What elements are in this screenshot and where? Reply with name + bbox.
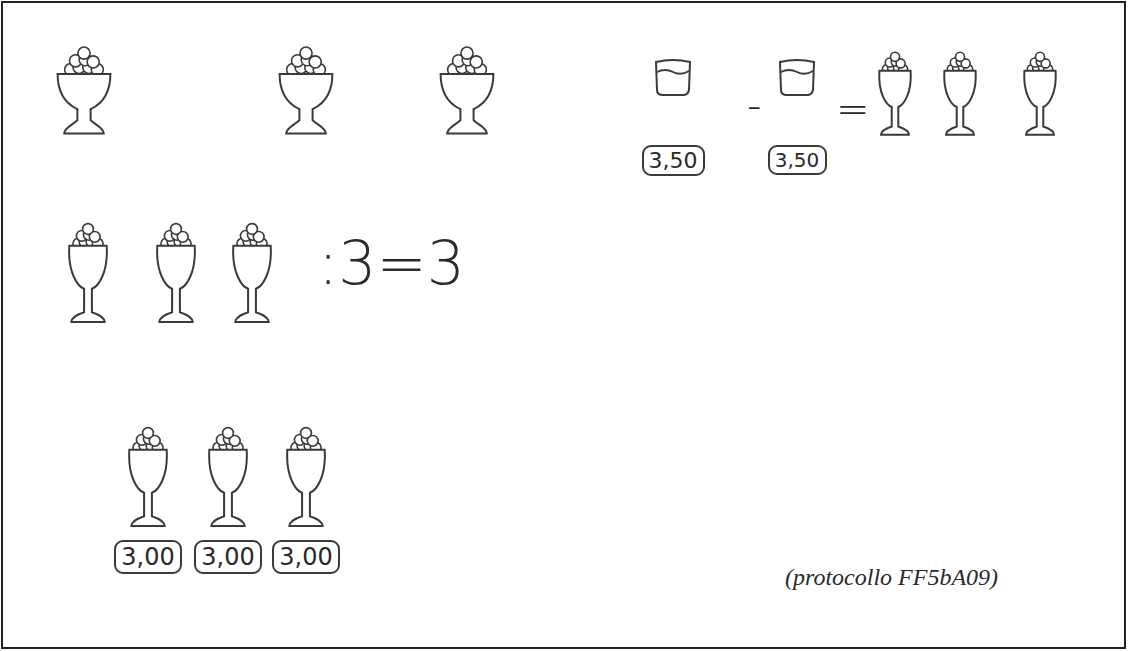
ice-cream-goblet [1024,52,1056,134]
equals-sign: = [836,86,870,132]
price-text: 3,00 [201,543,255,571]
price-box: 3,00 [114,540,182,574]
ice-cream-goblet [129,428,167,526]
ice-cream-bowl [280,47,333,133]
price-text: 3,00 [121,543,175,571]
ice-cream-goblet [233,224,271,322]
price-text: 3,50 [649,148,698,173]
ice-cream-goblet [209,428,247,526]
drink-glass [656,60,690,95]
ice-cream-bowl [58,47,111,133]
price-box: 3,00 [272,540,340,574]
price-text: 3,50 [775,148,820,172]
price-box: 3,00 [194,540,262,574]
ice-cream-goblet [69,224,107,322]
division-expression: :3=3 [318,228,465,298]
ice-cream-goblet [944,52,976,134]
drink-glass [780,60,814,95]
ice-cream-goblet [157,224,195,322]
minus-sign: - [747,82,761,128]
ice-cream-goblet [879,52,911,134]
ice-cream-bowl [441,47,494,133]
price-text: 3,00 [279,543,333,571]
price-box: 3,50 [642,145,705,176]
price-box: 3,50 [768,145,827,175]
ice-cream-goblet [287,428,325,526]
protocol-caption: (protocollo FF5bA09) [785,564,998,591]
